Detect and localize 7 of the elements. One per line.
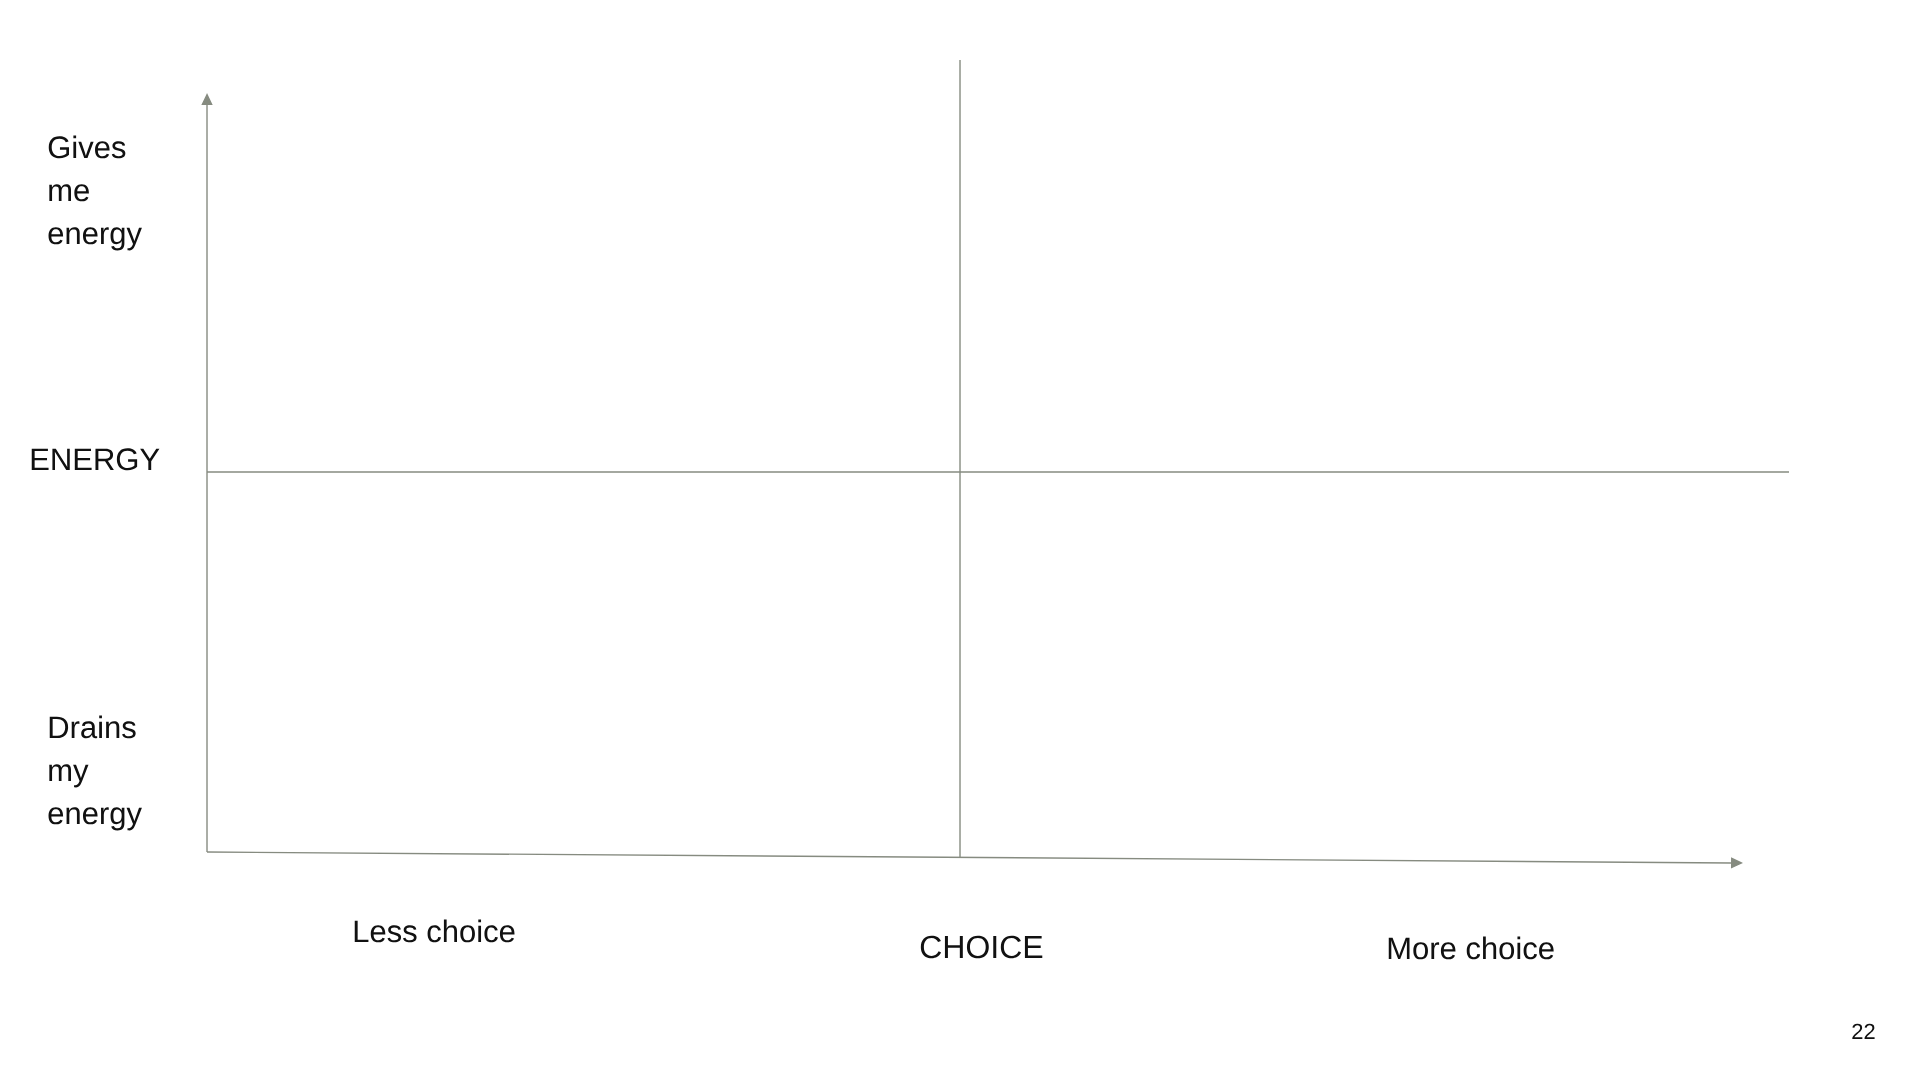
- axis-title: CHOICE: [920, 935, 1043, 959]
- axis-label: More choice: [1388, 936, 1554, 960]
- axis-label: Drains my energy: [48, 715, 142, 831]
- axis-label: Less choice: [354, 919, 515, 943]
- axis-label: Gives me energy: [48, 135, 142, 251]
- axis-title: ENERGY: [31, 448, 160, 471]
- page-number: 22: [1852, 1023, 1875, 1039]
